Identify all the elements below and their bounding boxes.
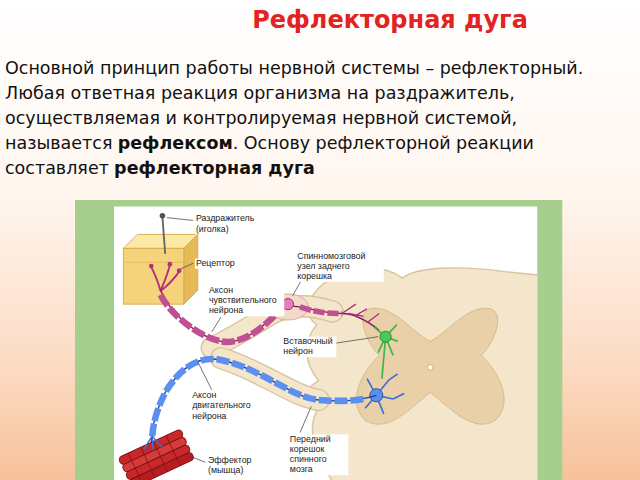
bold-term: рефлексом	[118, 133, 233, 153]
slide-title: Рефлекторная дуга	[0, 6, 640, 34]
part-label: Эффектор (мышца)	[207, 456, 267, 476]
part-label: Аксон двигательного нейрона	[191, 391, 265, 421]
part-label: Спинномозговой узел заднего корешка	[296, 251, 383, 281]
illustration-frame: Раздражитель (иголка) Рецептор Спинномозго…	[75, 200, 562, 480]
part-label: Передний корешок спинного мозга	[289, 434, 349, 475]
part-label: Раздражитель (иголка)	[195, 214, 271, 234]
bold-term: рефлекторная дуга	[114, 158, 315, 178]
part-label: Аксон чувствительного нейрона	[208, 286, 284, 316]
part-label: Вставочный нейрон	[282, 337, 336, 357]
part-label: Рецептор	[195, 259, 236, 269]
paragraph: Основной принцип работы нервной системы …	[5, 56, 635, 181]
